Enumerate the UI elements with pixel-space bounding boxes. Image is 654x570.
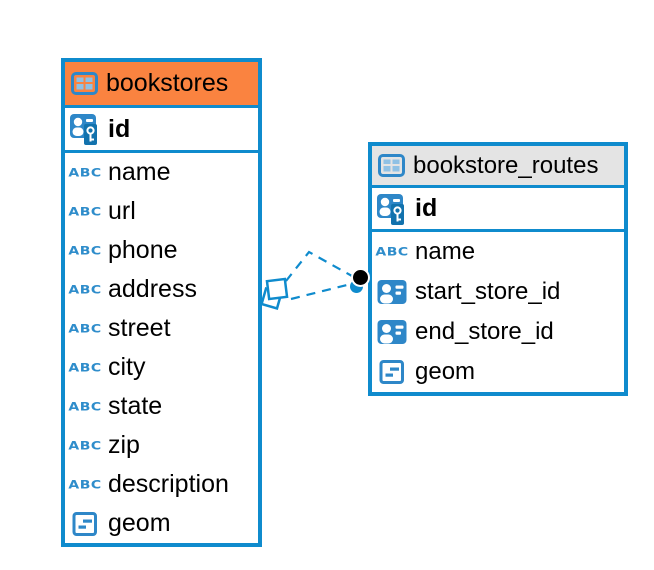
column-row[interactable]: start_store_id <box>372 272 624 312</box>
varchar-type-icon: ABC <box>68 477 102 492</box>
relationship-line-lower[interactable] <box>290 282 352 301</box>
column-name: url <box>108 197 136 225</box>
geometry-type-icon <box>69 511 101 537</box>
column-name: zip <box>108 431 140 459</box>
column-row-id[interactable]: id <box>65 108 258 153</box>
table-icon <box>378 154 405 177</box>
column-name: name <box>415 238 476 265</box>
table-bookstores-header[interactable]: bookstores <box>65 62 258 108</box>
column-name: name <box>108 158 171 186</box>
varchar-type-icon: ABC <box>68 360 102 375</box>
varchar-type-icon: ABC <box>68 282 102 297</box>
many-end-marker[interactable] <box>260 277 289 310</box>
varchar-type-icon: ABC <box>68 204 102 219</box>
column-name: geom <box>415 358 476 385</box>
column-name: geom <box>108 509 171 537</box>
column-row[interactable]: end_store_id <box>372 312 624 352</box>
table-title: bookstore_routes <box>413 151 599 179</box>
table-icon <box>71 72 98 95</box>
varchar-type-icon: ABC <box>375 245 409 259</box>
column-row[interactable]: ABC address <box>65 270 258 309</box>
varchar-type-icon: ABC <box>68 243 102 258</box>
varchar-type-icon: ABC <box>68 321 102 336</box>
column-row[interactable]: ABC zip <box>65 426 258 465</box>
column-name: city <box>108 353 146 381</box>
column-name: phone <box>108 236 178 264</box>
column-name: start_store_id <box>415 278 561 305</box>
table-bookstore-routes[interactable]: bookstore_routes id ABC name <box>368 142 628 396</box>
table-bookstores[interactable]: bookstores id ABC name <box>61 58 262 547</box>
column-name: id <box>108 114 131 143</box>
column-row[interactable]: geom <box>65 504 258 543</box>
geometry-type-icon <box>376 359 408 385</box>
edge-endpoint-dot[interactable] <box>350 268 370 293</box>
column-row[interactable]: ABC phone <box>65 231 258 270</box>
column-name: end_store_id <box>415 318 554 345</box>
column-name: id <box>415 194 438 222</box>
primary-key-icon <box>69 112 101 146</box>
relationship-line-upper[interactable] <box>285 250 353 282</box>
column-row[interactable]: ABC name <box>372 232 624 272</box>
column-name: state <box>108 392 163 420</box>
primary-key-icon <box>376 192 408 226</box>
column-name: address <box>108 275 197 303</box>
column-row[interactable]: ABC description <box>65 465 258 504</box>
table-bookstore-routes-header[interactable]: bookstore_routes <box>372 146 624 188</box>
varchar-type-icon: ABC <box>68 165 102 180</box>
column-row-id[interactable]: id <box>372 188 624 232</box>
varchar-type-icon: ABC <box>68 399 102 414</box>
column-row[interactable]: ABC name <box>65 153 258 192</box>
foreign-key-icon <box>376 279 408 305</box>
foreign-key-icon <box>376 319 408 345</box>
column-row[interactable]: ABC url <box>65 192 258 231</box>
column-row[interactable]: ABC city <box>65 348 258 387</box>
column-name: street <box>108 314 171 342</box>
column-row[interactable]: ABC state <box>65 387 258 426</box>
column-name: description <box>108 470 229 498</box>
column-row[interactable]: ABC street <box>65 309 258 348</box>
varchar-type-icon: ABC <box>68 438 102 453</box>
column-row[interactable]: geom <box>372 352 624 392</box>
table-title: bookstores <box>106 69 229 97</box>
